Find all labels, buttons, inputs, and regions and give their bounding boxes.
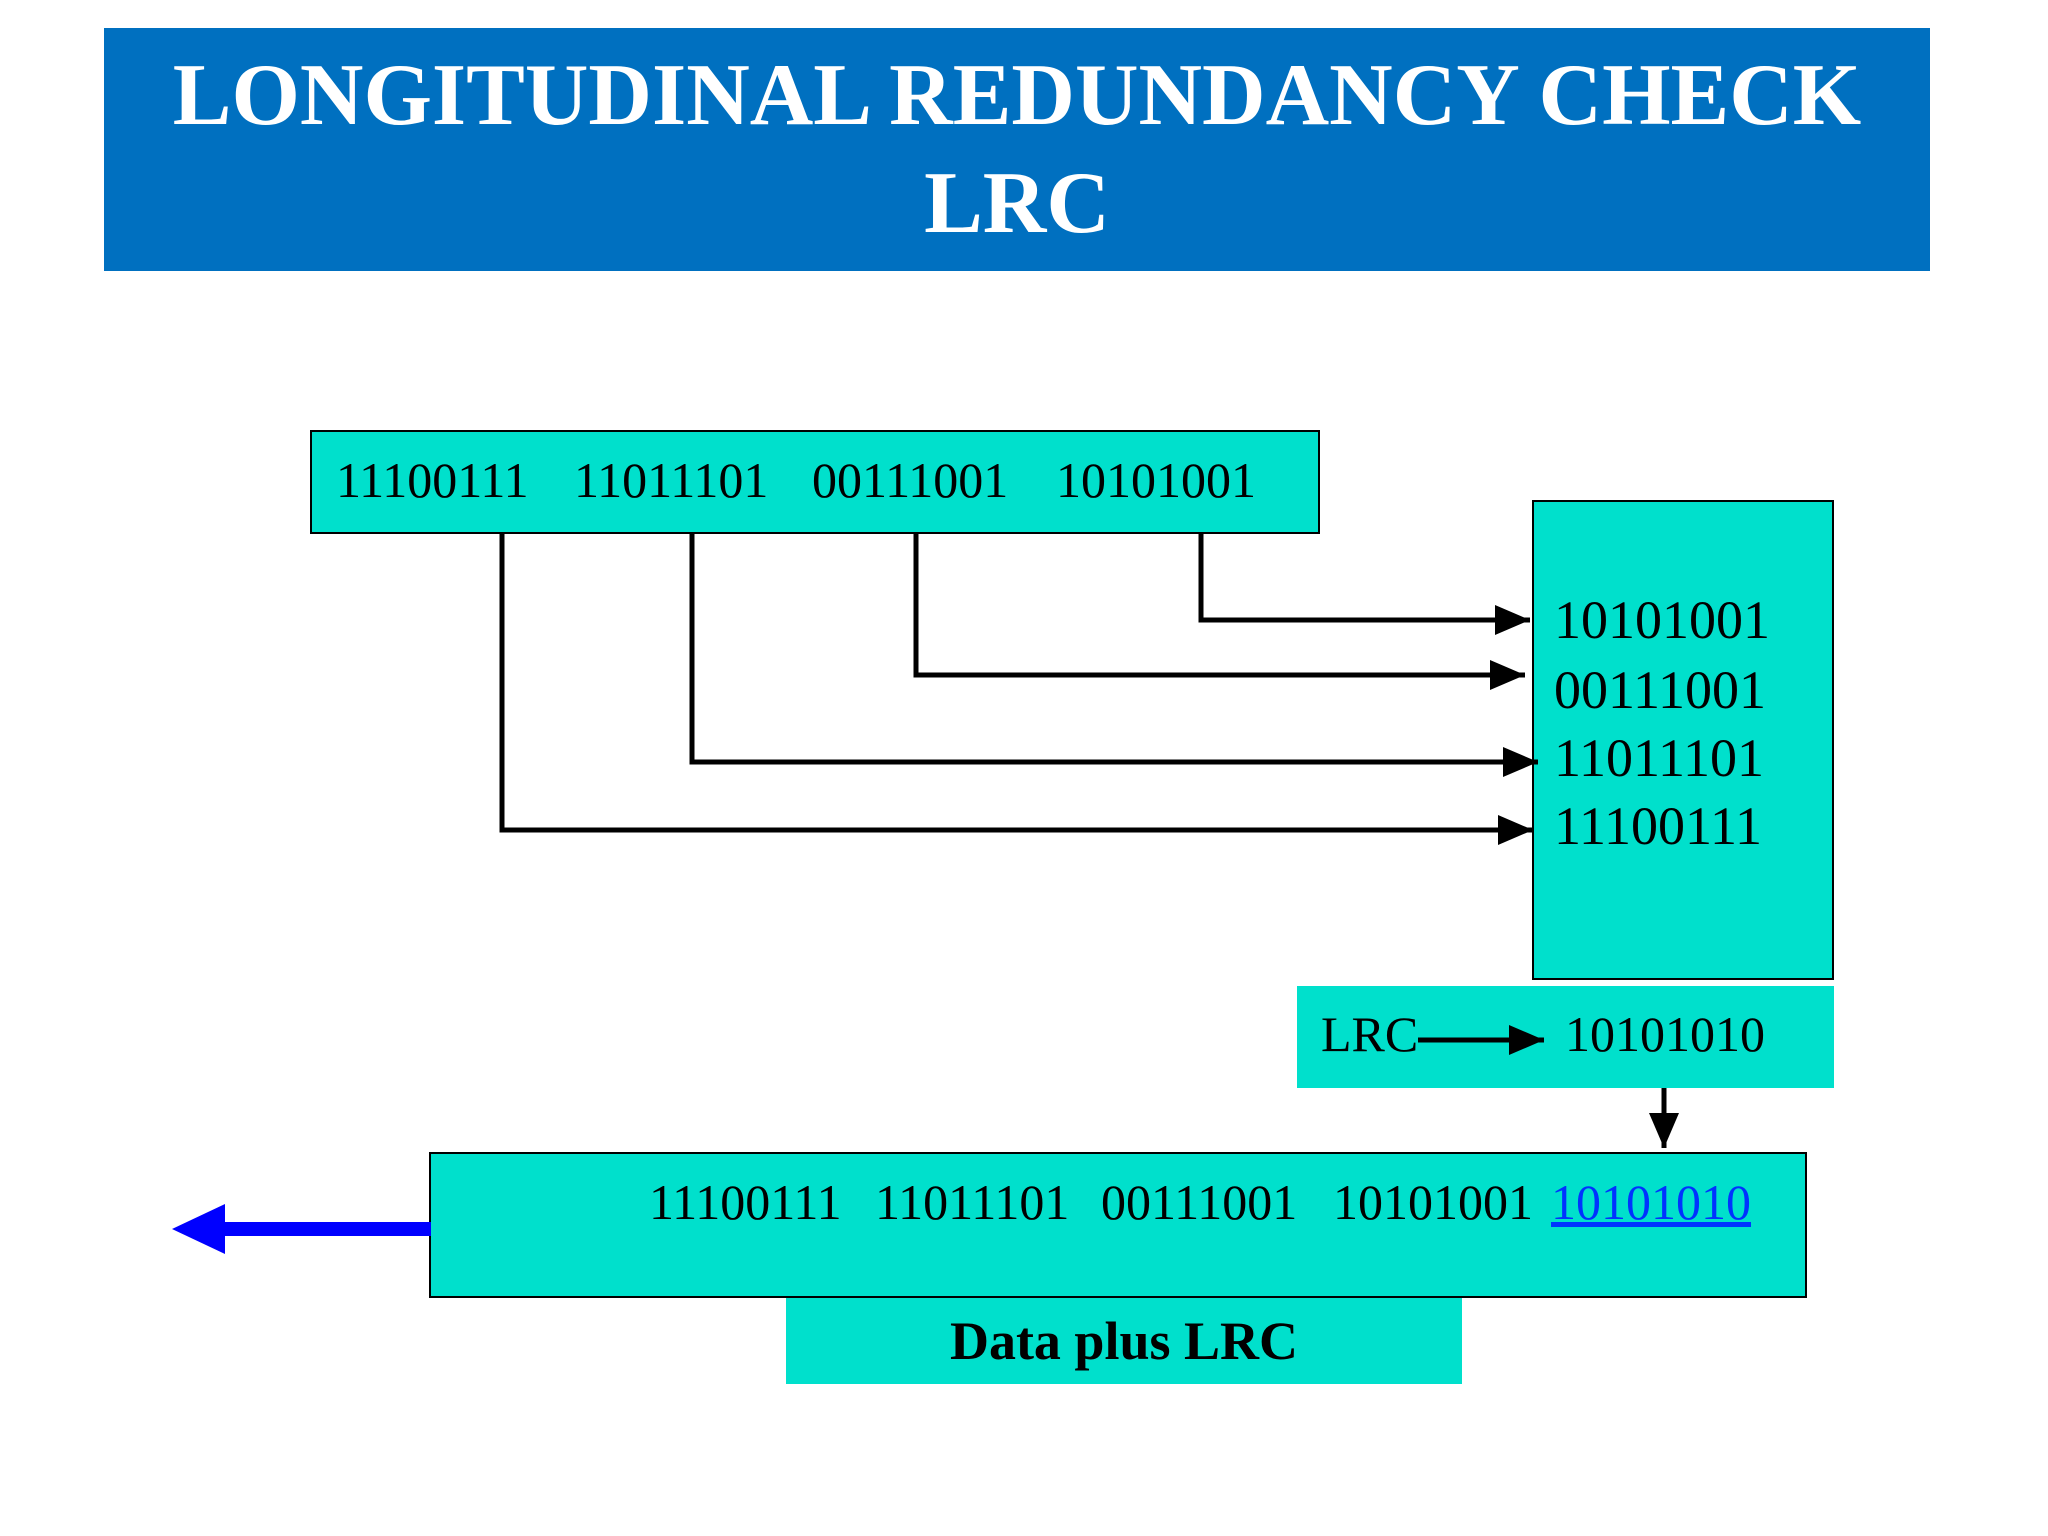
transmitted-unit-4: 10101001 (1333, 1174, 1533, 1230)
stacked-unit-2: 00111001 (1554, 660, 1766, 720)
title-line-2: LRC (924, 154, 1110, 252)
arrow-unit-2-to-stack (689, 534, 1538, 777)
transmitted-unit-3: 00111001 (1101, 1174, 1298, 1230)
data-unit-1: 11100111 (336, 452, 529, 508)
stacked-unit-3: 11011101 (1554, 728, 1764, 788)
stacked-units-box: 10101001 00111001 11011101 11100111 (1532, 500, 1834, 980)
arrow-unit-3-to-stack (913, 534, 1525, 690)
stacked-unit-1: 10101001 (1554, 590, 1770, 650)
data-units-box: 11100111 11011101 00111001 10101001 (310, 430, 1320, 534)
transmitted-lrc-value[interactable]: 10101010 (1551, 1174, 1751, 1230)
lrc-label: LRC (1321, 1006, 1419, 1062)
caption-text: Data plus LRC (949, 1311, 1299, 1371)
output-arrow (172, 1204, 431, 1254)
title-line-1: LONGITUDINAL REDUNDANCY CHECK (172, 46, 1862, 144)
stacked-unit-4: 11100111 (1554, 796, 1762, 856)
lrc-box: LRC 10101010 (1297, 986, 1834, 1088)
transmitted-box: 11100111 11011101 00111001 10101001 1010… (429, 1152, 1807, 1298)
lrc-value: 10101010 (1565, 1006, 1765, 1062)
arrow-unit-1-to-stack (499, 534, 1533, 845)
data-unit-4: 10101001 (1056, 452, 1256, 508)
arrow-unit-4-to-stack (1198, 534, 1530, 635)
transmitted-unit-1: 11100111 (649, 1174, 842, 1230)
data-unit-3: 00111001 (812, 452, 1009, 508)
data-unit-2: 11011101 (574, 452, 769, 508)
transmitted-unit-2: 11011101 (875, 1174, 1070, 1230)
title-banner: LONGITUDINAL REDUNDANCY CHECK LRC (104, 28, 1930, 271)
